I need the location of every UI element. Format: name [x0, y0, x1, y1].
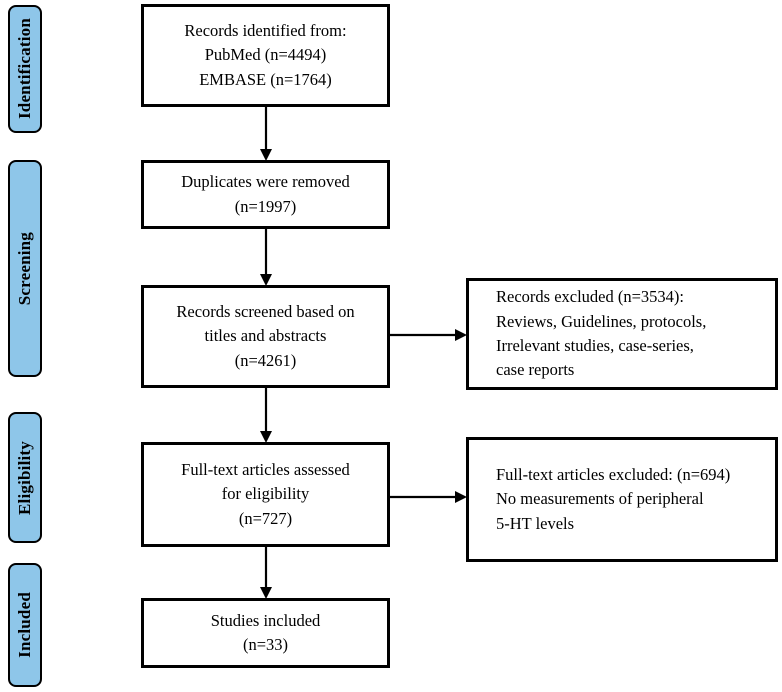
box-text-line: Records excluded (n=3534): [496, 287, 685, 307]
box-text-line: (n=1997) [234, 196, 297, 216]
box-text-line: for eligibility [221, 484, 310, 504]
box-records-identified: Records identified from: PubMed (n=4494)… [141, 4, 390, 107]
stage-eligibility: Eligibility [8, 412, 42, 543]
box-text-line: Irrelevant studies, case-series, [496, 336, 694, 355]
stage-identification: Identification [8, 5, 42, 133]
stage-identification-label: Identification [15, 18, 34, 120]
box-duplicates-removed: Duplicates were removed (n=1997) [141, 160, 390, 229]
box-text-line: (n=727) [238, 508, 293, 528]
stage-included-label: Included [15, 592, 34, 658]
box-records-screened: Records screened based on titles and abs… [141, 285, 390, 388]
box-text-line: Records identified from: [184, 20, 347, 40]
stage-screening: Screening [8, 160, 42, 377]
box-text-line: Full-text articles excluded: (n=694) [496, 464, 731, 484]
box-text-line: EMBASE (n=1764) [199, 69, 332, 89]
box-text-line: (n=4261) [234, 350, 297, 370]
box-text-line: Duplicates were removed [181, 172, 350, 192]
box-text-line: Studies included [210, 610, 321, 630]
stage-included: Included [8, 563, 42, 687]
arrow-screened-to-fulltext [260, 388, 272, 443]
box-text-line: No measurements of peripheral [496, 489, 704, 509]
stage-eligibility-label: Eligibility [15, 440, 34, 515]
box-text-line: Records screened based on [176, 301, 355, 321]
arrow-screened-to-records-excluded [390, 329, 467, 341]
box-studies-included: Studies included (n=33) [141, 598, 390, 668]
box-text-line: Reviews, Guidelines, protocols, [496, 311, 707, 331]
box-text-line: PubMed (n=4494) [204, 45, 327, 65]
arrow-duplicates-to-screened [260, 229, 272, 286]
box-text-line: 5-HT levels [496, 513, 575, 533]
box-text-line: (n=33) [242, 635, 289, 654]
arrow-fulltext-to-included [260, 547, 272, 599]
arrow-fulltext-to-fulltext-excluded [390, 491, 467, 503]
box-fulltext-excluded: Full-text articles excluded: (n=694) No … [466, 437, 778, 562]
box-records-excluded: Records excluded (n=3534): Reviews, Guid… [466, 278, 778, 390]
stage-screening-label: Screening [15, 231, 34, 306]
box-text-line: titles and abstracts [204, 326, 327, 346]
box-text-line: Full-text articles assessed [181, 459, 350, 479]
box-text-line: case reports [496, 360, 575, 380]
arrow-identified-to-duplicates [260, 107, 272, 161]
box-fulltext-assessed: Full-text articles assessed for eligibil… [141, 442, 390, 547]
